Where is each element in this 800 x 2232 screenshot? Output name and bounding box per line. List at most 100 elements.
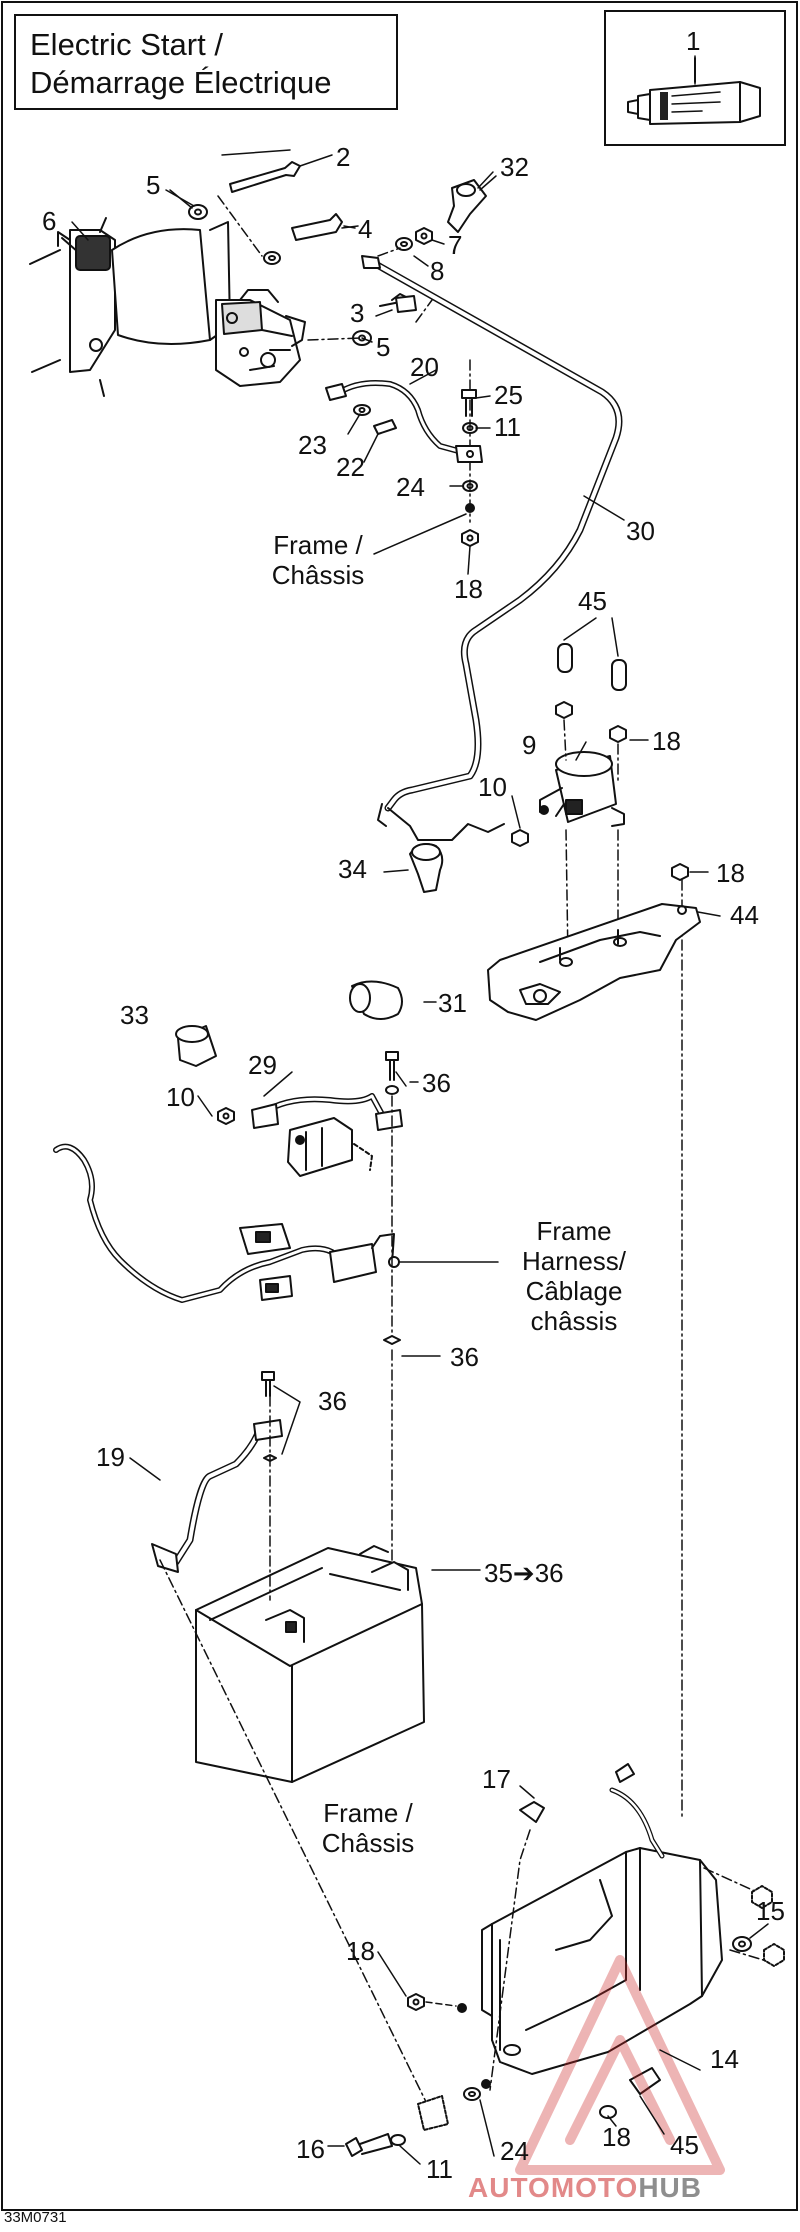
- battery-cable-19: [151, 1419, 283, 1573]
- callout-23: 23: [298, 430, 327, 460]
- frame-label-top-line-1: Frame /: [273, 530, 363, 560]
- rubber-boot-33: [175, 1025, 217, 1067]
- callout-11-lower: 11: [426, 2154, 453, 2184]
- callout-18-upper: 18: [454, 574, 483, 604]
- callout-6: 6: [42, 206, 57, 236]
- callout-8: 8: [430, 256, 445, 286]
- callout-19: 19: [96, 1442, 125, 1472]
- callout-45-lower: 45: [670, 2130, 699, 2160]
- bolt-17: [519, 1801, 545, 1823]
- automotohub-logo: [515, 1955, 725, 2175]
- solenoid-9: [539, 751, 625, 827]
- battery-35: [195, 1545, 425, 1783]
- bolt-22: [373, 419, 397, 435]
- callout-31: 31: [438, 988, 467, 1018]
- callout-3: 3: [350, 298, 365, 328]
- battery-cable-30: [361, 255, 623, 841]
- bolt-16: [345, 2133, 406, 2157]
- nut-10-lower: [217, 1107, 235, 1125]
- washer-under-4: [263, 251, 281, 265]
- bolt-36-top: [385, 1051, 399, 1095]
- leader-lines: [71, 55, 769, 2165]
- callout-17: 17: [482, 1764, 511, 1794]
- frame-harness-label-line-1: Frame: [536, 1216, 612, 1246]
- callout-16: 16: [296, 2134, 325, 2164]
- callout-18-lower: 18: [602, 2122, 631, 2152]
- callout-24-upper: 24: [396, 472, 425, 502]
- nut-18-tray-left: [407, 1993, 457, 2011]
- washer-24-lower: [463, 2087, 481, 2101]
- title-box: Electric Start / Démarrage Électrique: [14, 14, 398, 110]
- callout-29: 29: [248, 1050, 277, 1080]
- callout-14: 14: [710, 2044, 739, 2074]
- frame-label-top-line-2: Châssis: [271, 560, 365, 590]
- watermark-part-1: AUTOMOTO: [468, 2172, 639, 2203]
- callout-20: 20: [410, 352, 439, 382]
- callout-44: 44: [730, 900, 759, 930]
- alignment-lines-upper: [217, 195, 471, 523]
- battery-tray-14: [481, 1763, 723, 2075]
- tube-of-compound-icon: [627, 57, 761, 125]
- callout-5-lower: 5: [376, 332, 391, 362]
- frame-harness-label: Frame Harness/ Câblage châssis: [498, 1216, 650, 1336]
- title-line-2: Démarrage Électrique: [30, 65, 332, 100]
- callout-18-tray: 18: [346, 1936, 375, 1966]
- callout-4: 4: [358, 214, 373, 244]
- frame-label-bottom: Frame / Châssis: [312, 1798, 424, 1858]
- cable-29: [251, 1093, 403, 1131]
- terminal-block-lower: [417, 2095, 449, 2131]
- bolt-25: [461, 389, 477, 417]
- bolt-2: [221, 149, 301, 193]
- rubber-boot-32: [447, 175, 497, 233]
- washer-23: [353, 404, 371, 416]
- frame-harness-label-line-4: châssis: [530, 1306, 618, 1336]
- solenoid-bracket-44: [487, 903, 701, 1021]
- alignment-lines-battery: [159, 1349, 431, 2111]
- callout-10-upper: 10: [478, 772, 507, 802]
- callout-10-lower: 10: [166, 1082, 195, 1112]
- callout-25: 25: [494, 380, 523, 410]
- nut-7: [415, 227, 433, 245]
- nut-18-bracket: [671, 863, 689, 881]
- callout-15: 15: [756, 1896, 785, 1926]
- callout-36-left: 36: [318, 1386, 347, 1416]
- cap-45-lower: [599, 2067, 661, 2119]
- starter-motor: [29, 217, 306, 397]
- callout-36-top: 36: [422, 1068, 451, 1098]
- starter-relay: [287, 1117, 373, 1177]
- inset-box: [604, 10, 786, 146]
- rubber-boot-31: [349, 980, 403, 1020]
- callout-18-solenoid: 18: [652, 726, 681, 756]
- frame-harness-label-line-2: Harness/: [521, 1246, 627, 1276]
- washer-24-upper: [462, 480, 478, 492]
- watermark: AUTOMOTOHUB: [468, 2172, 702, 2204]
- callout-2: 2: [336, 142, 351, 172]
- cable-20: [325, 380, 483, 463]
- washer-5-upper: [169, 189, 208, 220]
- frame-point-upper: [465, 503, 475, 513]
- callout-7: 7: [448, 230, 463, 260]
- alignment-lines-solenoid: [563, 719, 683, 1421]
- cap-45-upper: [557, 643, 627, 691]
- frame-label-top: Frame / Châssis: [262, 530, 374, 590]
- bolt-36-left: [261, 1371, 277, 1462]
- callout-32: 32: [500, 152, 529, 182]
- callout-35-36: 35➔36: [484, 1558, 564, 1588]
- callout-24-lower: 24: [500, 2136, 529, 2166]
- nut-18-upper: [461, 529, 479, 547]
- callout-45-upper: 45: [578, 586, 607, 616]
- watermark-part-2: HUB: [638, 2172, 702, 2203]
- frame-label-bottom-line-2: Châssis: [321, 1828, 415, 1858]
- nut-tray-right: [751, 1885, 785, 1967]
- callout-9: 9: [522, 730, 537, 760]
- rubber-boot-34: [409, 843, 444, 893]
- callout-22: 22: [336, 452, 365, 482]
- frame-label-bottom-line-1: Frame /: [323, 1798, 413, 1828]
- callout-30: 30: [626, 516, 655, 546]
- washer-15: [732, 1936, 752, 1952]
- nut-18-solenoid-top: [555, 701, 627, 743]
- document-code: 33M0731: [4, 2209, 67, 2226]
- callout-34: 34: [338, 854, 367, 884]
